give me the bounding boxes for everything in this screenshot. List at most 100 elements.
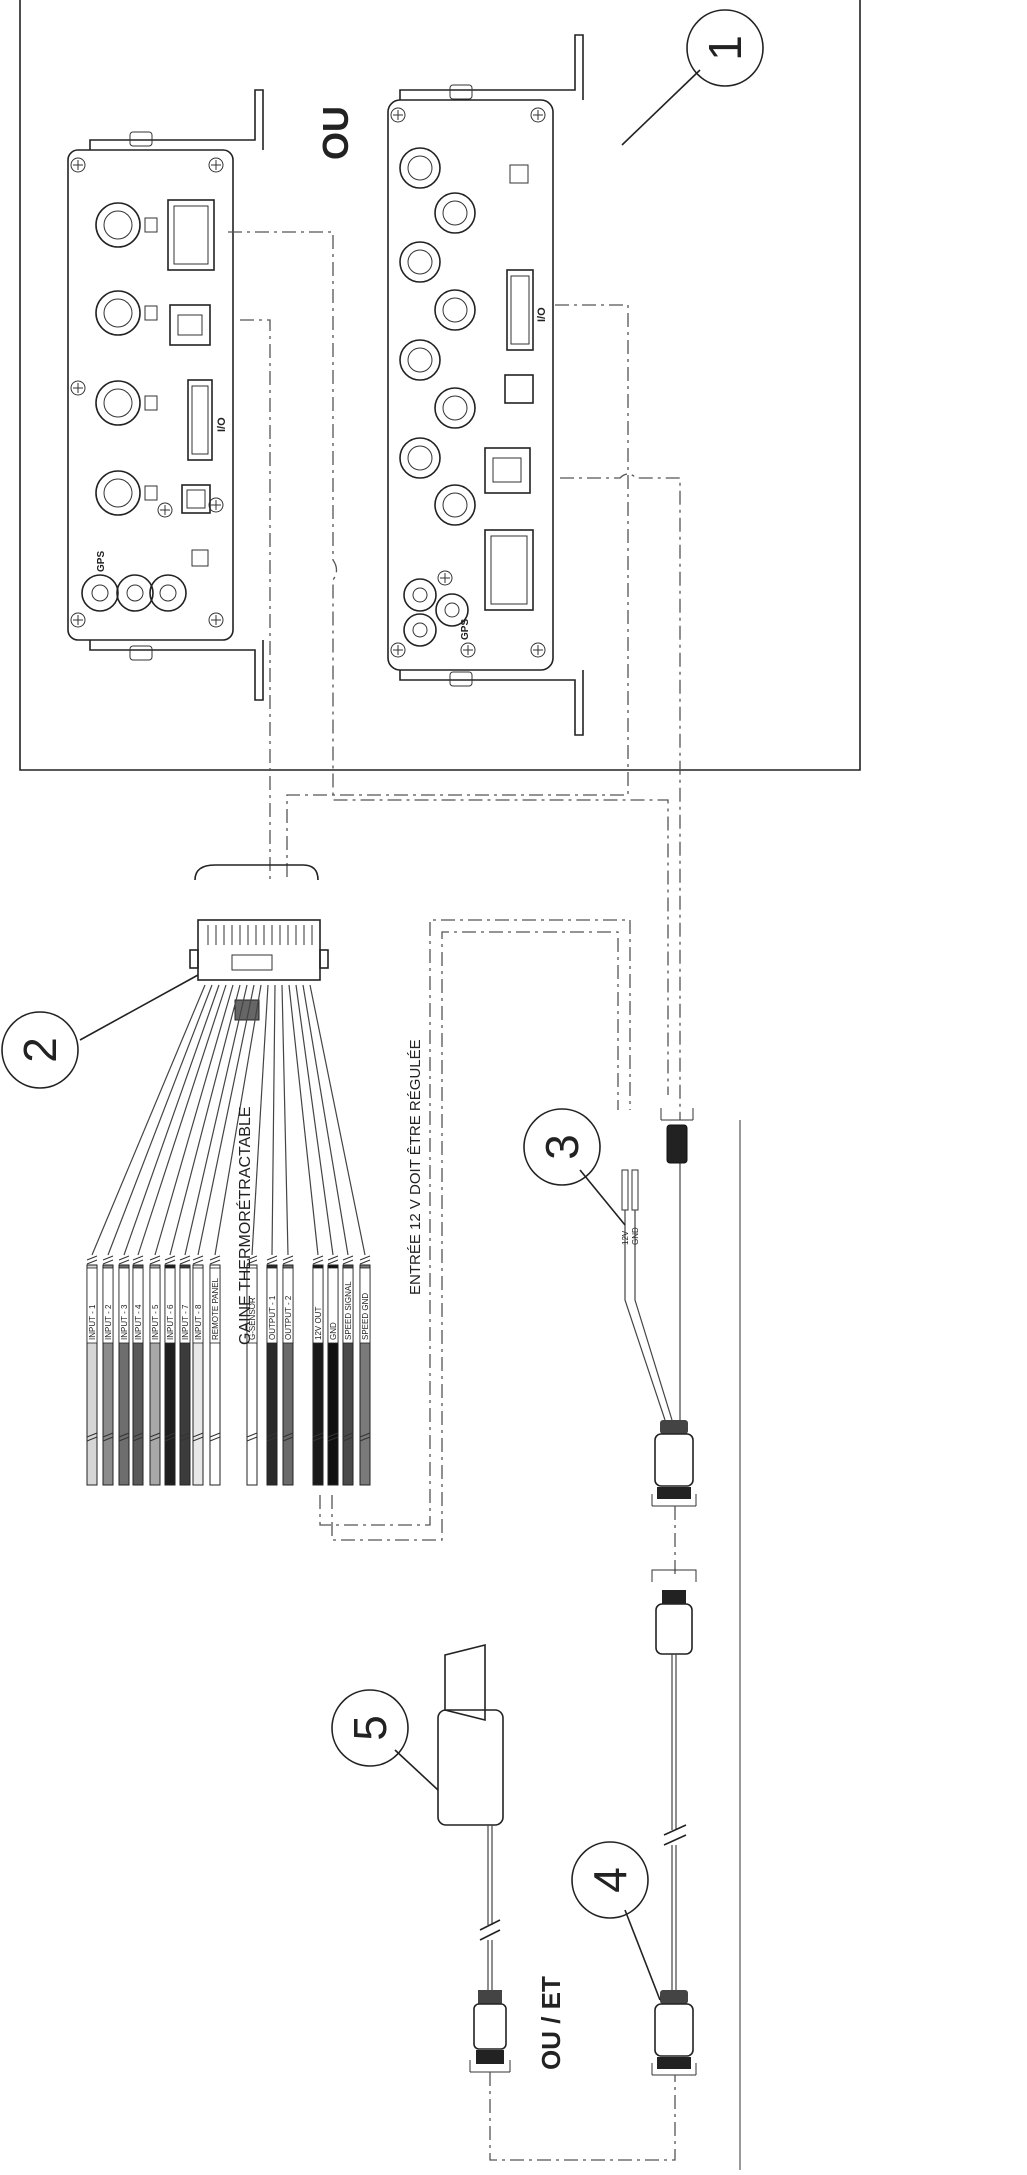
frame-outline (19, 0, 861, 771)
wire-body (149, 1264, 161, 1486)
wire-label-tag (266, 1267, 278, 1344)
recorder-left (67, 89, 264, 701)
wire-label: INPUT - 3 (120, 1304, 129, 1340)
wire-lead (197, 984, 255, 1256)
wire-lead (184, 984, 248, 1256)
wire-label-tag (192, 1267, 204, 1344)
ethernet-cable-right (560, 473, 681, 1120)
usb-port-right (504, 374, 534, 404)
wire-label: INPUT - 6 (166, 1304, 175, 1340)
wire-label: 12V OUT (314, 1307, 323, 1340)
wire-label: INPUT - 5 (151, 1304, 160, 1340)
recorder-body (67, 149, 234, 641)
wire-label: INPUT - 2 (104, 1304, 113, 1340)
wire-break (282, 1255, 294, 1442)
callout-3-circle (523, 1108, 601, 1186)
wire-body (266, 1264, 278, 1486)
callout-2-circle (1, 1011, 79, 1089)
wire-label-tag (312, 1267, 324, 1344)
wire-break (149, 1255, 161, 1442)
heat-shrink-label: GAINE THERMORÉTRACTABLE (235, 1106, 254, 1345)
wire-label-tag (359, 1267, 371, 1344)
wire-label: SPEED SIGNAL (344, 1281, 353, 1340)
wire-body (282, 1264, 294, 1486)
wire-break (312, 1255, 324, 1442)
wire-label: INPUT - 7 (181, 1304, 190, 1340)
recorder-right (387, 34, 584, 736)
io-port (187, 379, 213, 461)
io-cable-right (286, 304, 629, 880)
screws (70, 157, 224, 628)
callout-1-circle (686, 9, 764, 87)
wire-lead (288, 984, 319, 1256)
rj45-plug (666, 1124, 688, 1164)
link-4-5 (489, 2072, 676, 2161)
wire-body (209, 1264, 221, 1486)
callout-1-leader (621, 69, 701, 146)
wire-label-tag (342, 1267, 354, 1344)
wire-break (179, 1255, 191, 1442)
wire-label: OUTPUT - 1 (268, 1295, 277, 1340)
bracket-bottom-left (89, 640, 264, 701)
wire-break (102, 1255, 114, 1442)
harness-connector (189, 864, 329, 1021)
wire-body (132, 1264, 144, 1486)
wire-lead (251, 984, 269, 1256)
wire-break (266, 1255, 278, 1442)
regulated-note: ENTRÉE 12 V DOIT ÊTRE RÉGULÉE (407, 1039, 424, 1295)
callout-1: 1 (699, 35, 751, 61)
bracket-top-left (89, 89, 264, 150)
wire-body (246, 1264, 258, 1486)
callout-5-circle (331, 1689, 409, 1767)
wire-body (179, 1264, 191, 1486)
cable3-12v: 12V (621, 1230, 630, 1245)
wire-lead (169, 984, 241, 1256)
wire-label: GND (329, 1322, 338, 1340)
led-indicator-right (509, 164, 529, 184)
ethernet-port (169, 304, 211, 346)
gps-label: GPS (96, 551, 107, 572)
or-and-label: OU / ET (536, 1976, 566, 2070)
wire-break (118, 1255, 130, 1442)
wire-lead (309, 984, 366, 1256)
callout-2: 2 (14, 1037, 66, 1063)
wire-label: OUTPUT - 2 (284, 1295, 293, 1340)
gps-label-right: GPS (460, 619, 471, 640)
wire-label-tag (179, 1267, 191, 1344)
antenna-ports-right (403, 578, 469, 647)
wire-label: INPUT - 8 (194, 1304, 203, 1340)
io-cable-left (240, 319, 271, 880)
wire-lead (91, 984, 206, 1256)
wire-body (342, 1264, 354, 1486)
wire-label-tag (102, 1267, 114, 1344)
wire-break (246, 1255, 258, 1442)
wire-lead (214, 984, 262, 1256)
power-loop-1 (319, 919, 631, 1526)
bolt (129, 131, 153, 147)
wire-body (118, 1264, 130, 1486)
wire-break (327, 1255, 339, 1442)
wire-label-tag (118, 1267, 130, 1344)
bolt (129, 645, 153, 661)
power-connector (167, 199, 215, 271)
wire-lead (154, 984, 234, 1256)
camera-unit (437, 1643, 511, 2073)
ethernet-cable-left (228, 231, 669, 1095)
wire-break (342, 1255, 354, 1442)
wire-label-tag (327, 1267, 339, 1344)
antenna-ports-left (81, 574, 187, 612)
wire-body (312, 1264, 324, 1486)
ethernet-port-right (484, 447, 531, 494)
wire-label-tag (246, 1267, 258, 1344)
wire-label: SPEED GND (361, 1293, 370, 1340)
wire-body (102, 1264, 114, 1486)
callout-5: 5 (344, 1715, 396, 1741)
wire-body (359, 1264, 371, 1486)
callout-4-circle (571, 1841, 649, 1919)
extension-cable (651, 1569, 697, 2076)
power-loop-2 (331, 931, 619, 1541)
io-port-right (506, 269, 534, 351)
recorder-body-right (387, 99, 554, 671)
usb-port (181, 484, 211, 514)
